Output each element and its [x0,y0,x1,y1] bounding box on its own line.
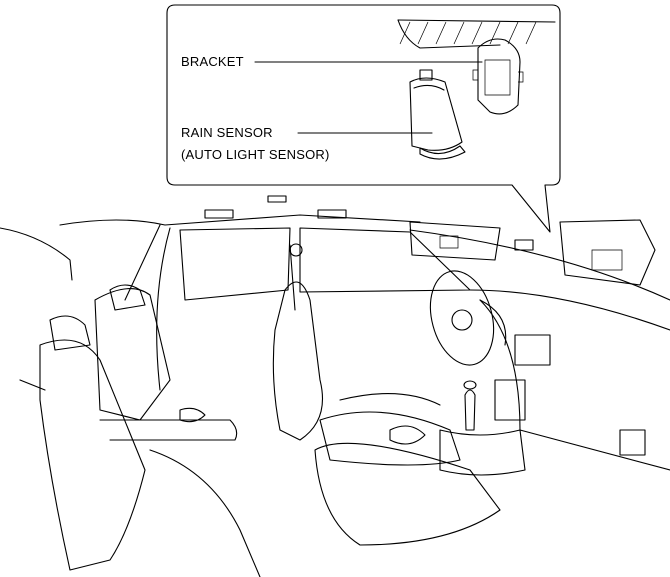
front-seat-back [272,281,324,441]
bracket-label: BRACKET [181,54,244,69]
bracket-part [472,38,524,115]
rain-sensor-label: RAIN SENSOR [181,125,273,140]
left-sun-visor [409,221,501,261]
auto-light-sensor-label: (AUTO LIGHT SENSOR) [181,147,330,162]
right-sun-visor [559,219,656,286]
vehicle-interior [0,195,670,577]
steering-wheel [429,270,495,366]
rain-sensor-part [409,69,466,160]
rear-seat-back [94,288,171,421]
detail-callout [166,4,561,233]
